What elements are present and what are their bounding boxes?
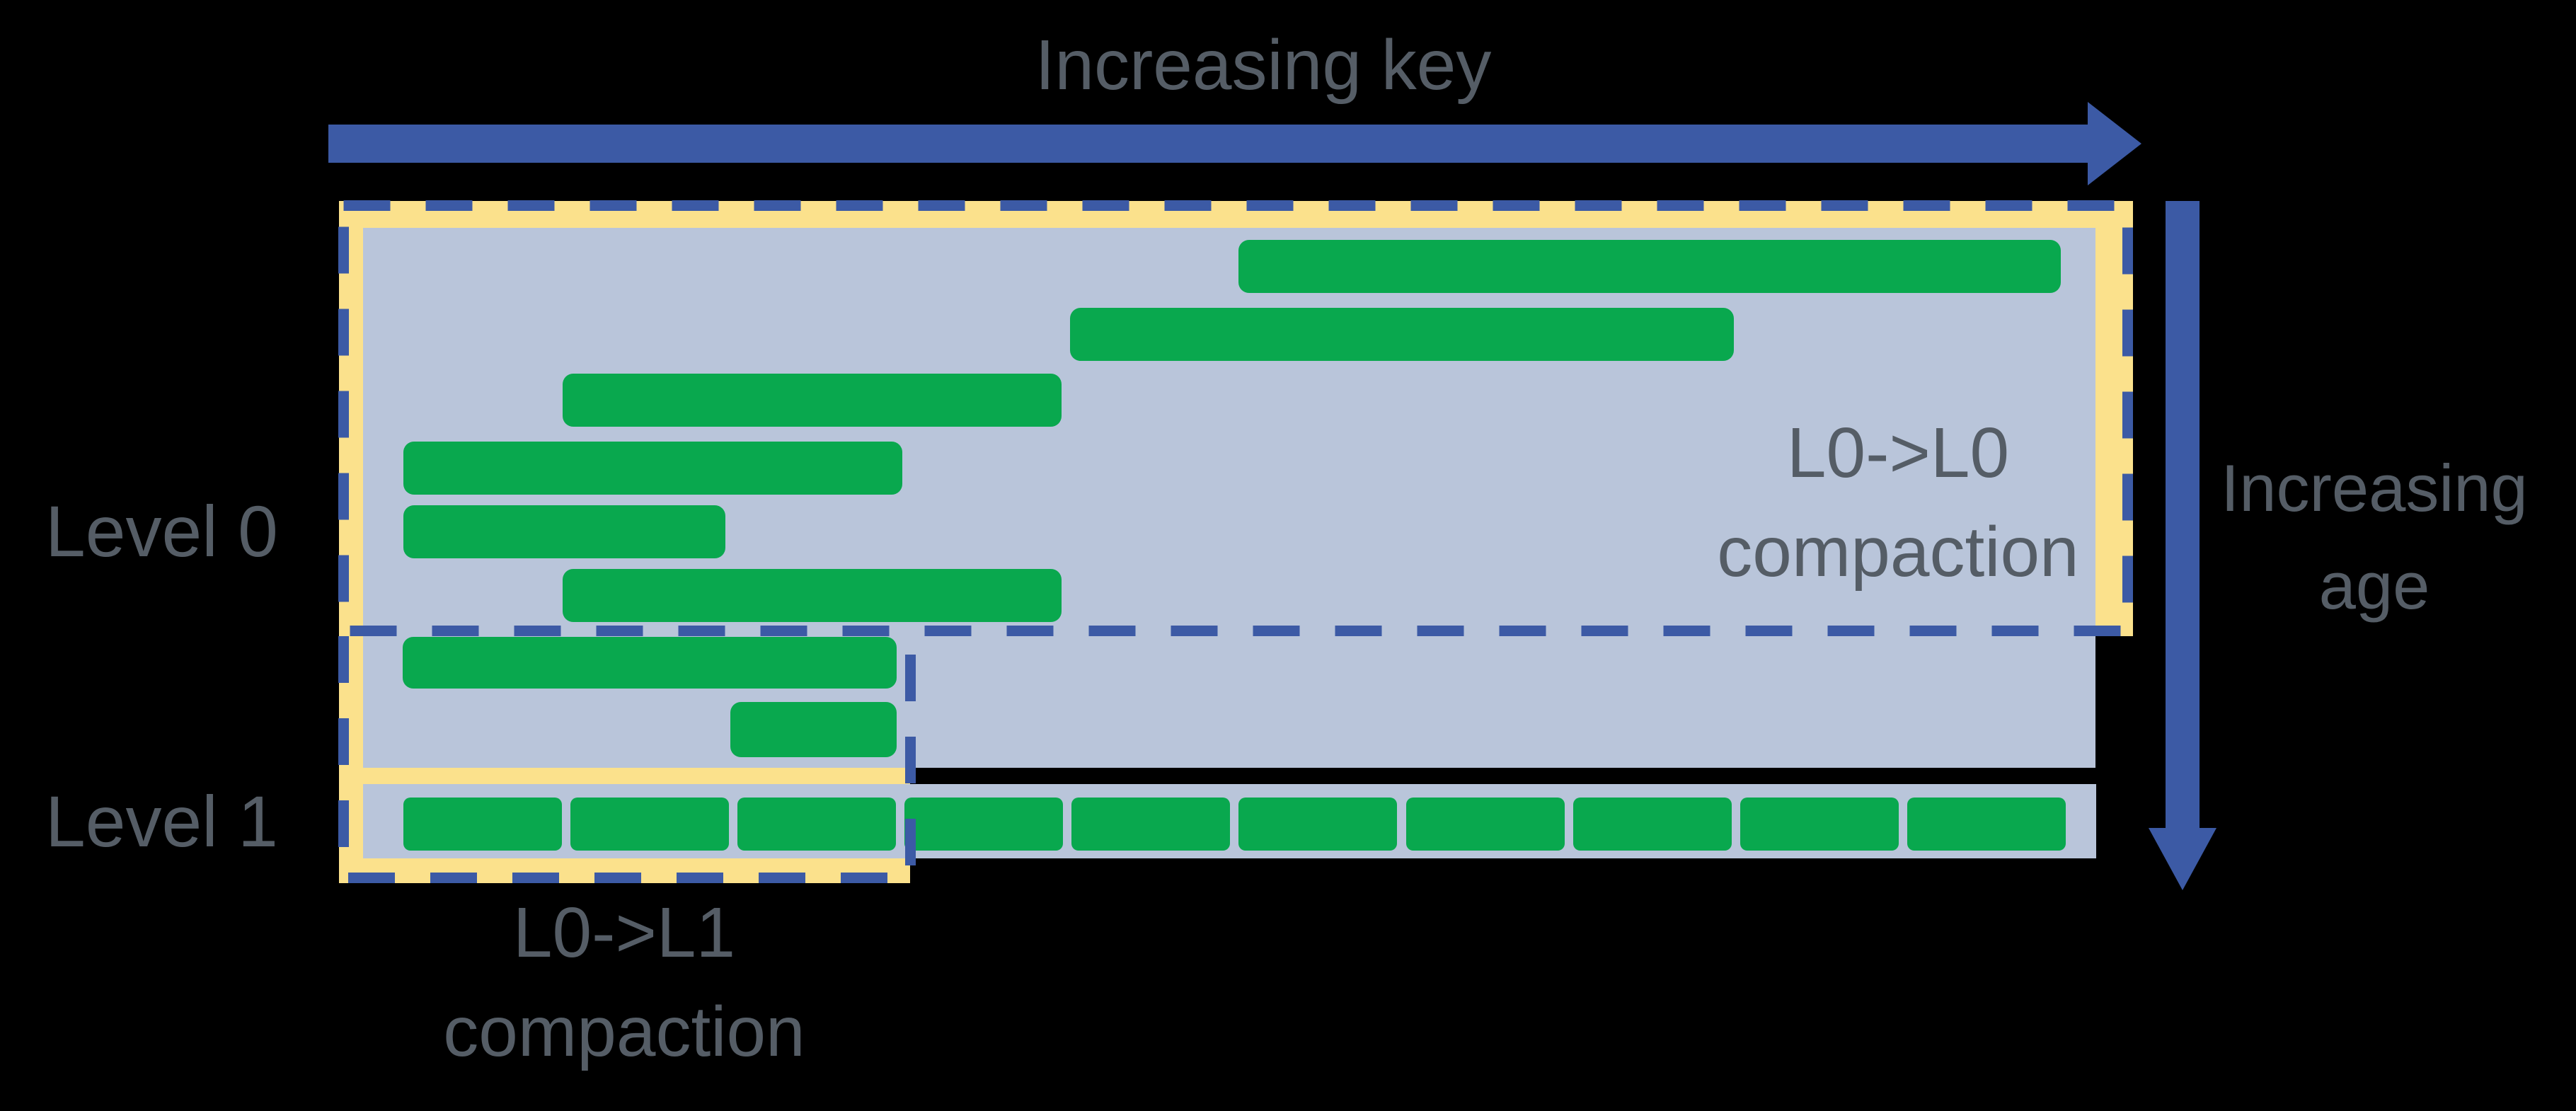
l1-sstable-file: [403, 798, 562, 851]
l0-sstable-file: [1238, 240, 2061, 293]
age-axis-title: Increasing age: [2187, 439, 2562, 635]
l0-sstable-file: [1070, 308, 1734, 361]
l0-to-l0-compaction-line2: compaction: [1717, 512, 2079, 592]
l0-sstable-file: [563, 569, 1062, 622]
l1-sstable-file: [1907, 798, 2066, 851]
l0-to-l1-compaction-line2: compaction: [443, 992, 805, 1071]
age-axis-line2: age: [2318, 548, 2430, 623]
key-arrow-icon: [328, 102, 2141, 185]
l0-sstable-file: [563, 374, 1062, 427]
l1-sstable-file: [570, 798, 729, 851]
l0-sstable-file: [403, 637, 897, 689]
level0-files: [403, 240, 2061, 757]
l1-sstable-file: [1573, 798, 1732, 851]
l1-sstable-file: [904, 798, 1063, 851]
l0-sstable-file: [403, 505, 725, 558]
age-arrow-icon: [2149, 201, 2216, 890]
l0-to-l1-compaction-label: L0->L1 compaction: [376, 883, 872, 1081]
l0-compaction-selection-border: [338, 200, 2133, 636]
l0-sstable-file: [730, 702, 897, 757]
l1-sstable-file: [1238, 798, 1397, 851]
level0-label: Level 0: [45, 491, 278, 572]
key-axis-title: Increasing key: [1035, 25, 1492, 105]
l1-sstable-file: [1740, 798, 1899, 851]
l1-sstable-file: [737, 798, 896, 851]
l1-sstable-file: [1071, 798, 1230, 851]
l0l1-compaction-selection-border: [338, 636, 916, 883]
level1-files: [403, 798, 2066, 851]
l0-to-l1-compaction-line1: L0->L1: [512, 893, 736, 972]
level1-label: Level 1: [45, 781, 278, 862]
l1-sstable-file: [1406, 798, 1565, 851]
l0-to-l0-compaction-line1: L0->L0: [1786, 413, 2010, 493]
l0-to-l0-compaction-label: L0->L0 compaction: [1650, 403, 2146, 601]
age-axis-line1: Increasing: [2221, 451, 2528, 525]
l0-sstable-file: [403, 442, 902, 495]
